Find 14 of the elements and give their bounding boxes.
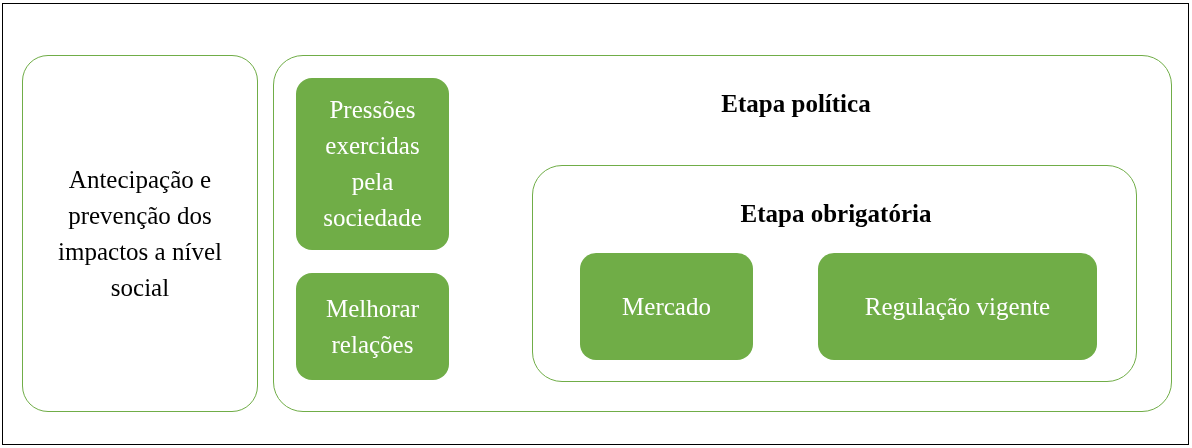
process-box [296,273,449,380]
box-text: Melhorar relações [325,293,420,360]
panel-heading: Etapa obrigatória [739,199,933,229]
box-text: Mercado [621,291,712,322]
group-panel [532,165,1137,382]
text-box [22,55,258,412]
box-text: Pressões exercidas pela sociedade [322,95,423,233]
panel-heading: Etapa política [720,89,872,119]
group-panel [273,55,1172,412]
process-box [296,78,449,250]
process-box [580,253,753,360]
box-text: Regulação vigente [863,291,1052,322]
box-text: Antecipação e prevenção dos impactos a nível social [57,164,223,303]
process-box [818,253,1097,360]
